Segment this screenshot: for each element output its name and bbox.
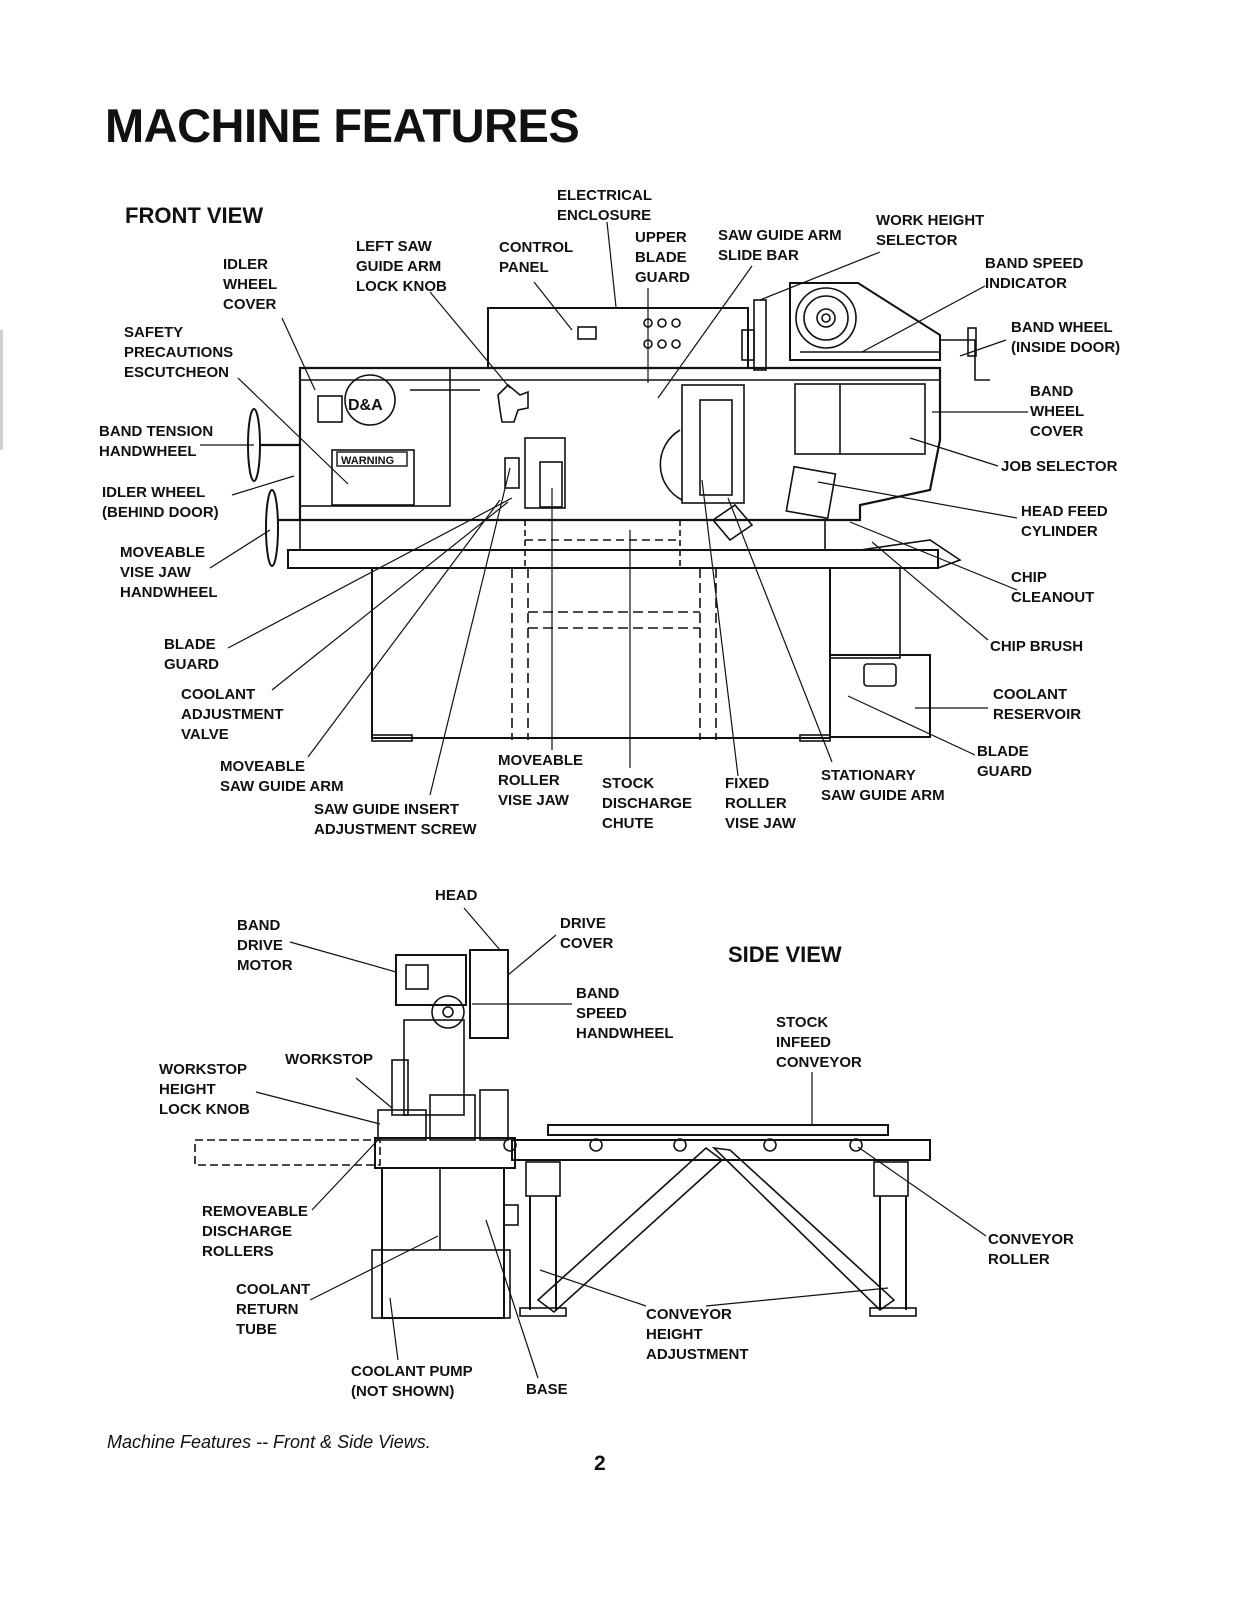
- front-view-machine-drawing: WARNING D&A: [247, 282, 990, 742]
- label-electrical-enclosure: ELECTRICAL ENCLOSURE: [557, 187, 652, 224]
- label-work-height-selector: WORK HEIGHT SELECTOR: [876, 212, 985, 249]
- label-safety-precautions-escutcheon: SAFETY PRECAUTIONS ESCUTCHEON: [124, 324, 234, 381]
- label-removeable-discharge-rollers: REMOVEABLE DISCHARGE ROLLERS: [202, 1203, 308, 1260]
- label-chip-brush: CHIP BRUSH: [990, 638, 1084, 655]
- label-stock-infeed-conveyor: STOCK INFEED CONVEYOR: [776, 1014, 862, 1071]
- label-saw-guide-insert-adjustment-screw: SAW GUIDE INSERT ADJUSTMENT SCREW: [314, 801, 477, 838]
- label-control-panel: CONTROL PANEL: [499, 239, 574, 276]
- side-view-heading: SIDE VIEW: [728, 942, 842, 967]
- label-stationary-saw-guide-arm: STATIONARY SAW GUIDE ARM: [821, 767, 945, 804]
- scan-edge-shadow: [0, 330, 3, 450]
- label-moveable-roller-vise-jaw: MOVEABLE ROLLER VISE JAW: [498, 752, 584, 809]
- side-view-leader-lines: [255, 907, 987, 1379]
- label-drive-cover: DRIVE COVER: [560, 915, 614, 952]
- label-band-tension-handwheel: BAND TENSION HANDWHEEL: [99, 423, 214, 460]
- label-workstop-height-lock-knob: WORKSTOP HEIGHT LOCK KNOB: [159, 1061, 250, 1118]
- figure-caption: Machine Features -- Front & Side Views.: [107, 1432, 431, 1452]
- label-head: HEAD: [435, 887, 478, 904]
- label-conveyor-height-adjustment: CONVEYOR HEIGHT ADJUSTMENT: [646, 1306, 749, 1363]
- label-blade-guard-right: BLADE GUARD: [977, 743, 1032, 780]
- label-workstop: WORKSTOP: [285, 1051, 374, 1068]
- label-job-selector: JOB SELECTOR: [1001, 458, 1118, 475]
- label-coolant-return-tube: COOLANT RETURN TUBE: [236, 1281, 311, 1338]
- label-coolant-reservoir: COOLANT RESERVOIR: [993, 686, 1082, 723]
- label-stock-discharge-chute: STOCK DISCHARGE CHUTE: [602, 775, 693, 832]
- label-saw-guide-arm-slide-bar: SAW GUIDE ARM SLIDE BAR: [718, 227, 842, 264]
- page-title: MACHINE FEATURES: [105, 99, 580, 152]
- side-view-machine-drawing: [194, 949, 931, 1319]
- label-chip-cleanout: CHIP CLEANOUT: [1011, 569, 1095, 606]
- front-view-leader-lines: [200, 221, 1028, 796]
- warning-plate-text: WARNING: [341, 455, 394, 467]
- front-view-heading: FRONT VIEW: [125, 203, 264, 228]
- label-upper-blade-guard: UPPER BLADE GUARD: [635, 229, 690, 286]
- label-band-speed-indicator: BAND SPEED INDICATOR: [985, 255, 1084, 292]
- label-coolant-pump-not-shown: COOLANT PUMP (NOT SHOWN): [351, 1363, 473, 1400]
- page-number: 2: [594, 1452, 606, 1475]
- label-band-drive-motor: BAND DRIVE MOTOR: [237, 917, 293, 974]
- label-base: BASE: [526, 1381, 568, 1398]
- label-fixed-roller-vise-jaw: FIXED ROLLER VISE JAW: [725, 775, 796, 832]
- label-head-feed-cylinder: HEAD FEED CYLINDER: [1021, 503, 1108, 540]
- label-left-saw-guide-arm-lock-knob: LEFT SAW GUIDE ARM LOCK KNOB: [356, 238, 447, 295]
- label-blade-guard-left: BLADE GUARD: [164, 636, 219, 673]
- label-idler-wheel-cover: IDLER WHEEL COVER: [223, 256, 278, 313]
- label-band-wheel-inside-door: BAND WHEEL (INSIDE DOOR): [1011, 319, 1121, 356]
- brand-logo-text: D&A: [348, 397, 383, 414]
- label-moveable-vise-jaw-handwheel: MOVEABLE VISE JAW HANDWHEEL: [120, 544, 218, 601]
- label-coolant-adjustment-valve: COOLANT ADJUSTMENT VALVE: [181, 686, 284, 743]
- label-band-wheel-cover: BAND WHEEL COVER: [1030, 383, 1085, 440]
- label-idler-wheel-behind-door: IDLER WHEEL (BEHIND DOOR): [102, 484, 219, 521]
- label-moveable-saw-guide-arm: MOVEABLE SAW GUIDE ARM: [220, 758, 344, 795]
- label-conveyor-roller: CONVEYOR ROLLER: [988, 1231, 1074, 1268]
- label-band-speed-handwheel: BAND SPEED HANDWHEEL: [576, 985, 674, 1042]
